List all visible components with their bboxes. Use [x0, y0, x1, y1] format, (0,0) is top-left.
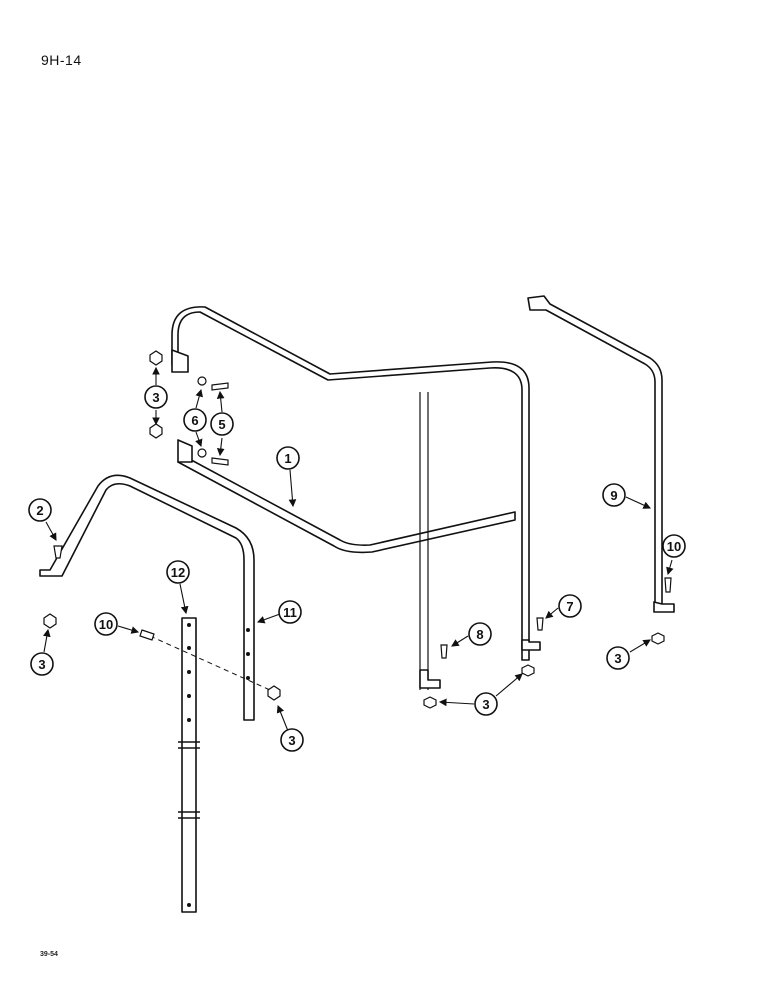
callout-9-label: 9 — [610, 488, 617, 503]
callout-12-label: 12 — [171, 565, 185, 580]
callout-3: 3 — [144, 385, 168, 409]
callout-3: 3 — [30, 652, 54, 676]
callout-3-label: 3 — [482, 697, 489, 712]
figure-code: 39-54 — [40, 951, 58, 958]
callout-10: 10 — [662, 534, 686, 558]
handrail-main — [171, 306, 541, 690]
leader-lines — [43, 366, 674, 737]
callout-11-label: 11 — [283, 605, 297, 620]
callout-2-label: 2 — [36, 503, 43, 518]
callout-2: 2 — [28, 498, 52, 522]
callout-3-label: 3 — [38, 657, 45, 672]
callout-6-label: 6 — [191, 413, 198, 428]
callout-12: 12 — [166, 560, 190, 584]
callout-10-label: 10 — [99, 617, 113, 632]
brace-right — [527, 295, 675, 613]
callout-3-label: 3 — [614, 651, 621, 666]
callout-3-label: 3 — [288, 733, 295, 748]
callout-1-label: 1 — [284, 451, 291, 466]
callout-7-label: 7 — [566, 599, 573, 614]
callout-3-label: 3 — [152, 390, 159, 405]
callout-11: 11 — [278, 600, 302, 624]
callout-1: 1 — [276, 446, 300, 470]
page-number: 9H-14 — [41, 52, 82, 68]
callout-3: 3 — [280, 728, 304, 752]
callout-8: 8 — [468, 622, 492, 646]
callout-10-label: 10 — [667, 539, 681, 554]
hardware — [43, 350, 672, 709]
brace-left — [39, 474, 255, 721]
callout-7: 7 — [558, 594, 582, 618]
callout-6: 6 — [183, 408, 207, 432]
callout-10: 10 — [94, 612, 118, 636]
callout-9: 9 — [602, 483, 626, 507]
callout-3: 3 — [606, 646, 630, 670]
callout-8-label: 8 — [476, 627, 483, 642]
callout-3: 3 — [474, 692, 498, 716]
callout-5-label: 5 — [218, 417, 225, 432]
callout-5: 5 — [210, 412, 234, 436]
strap — [149, 617, 271, 913]
